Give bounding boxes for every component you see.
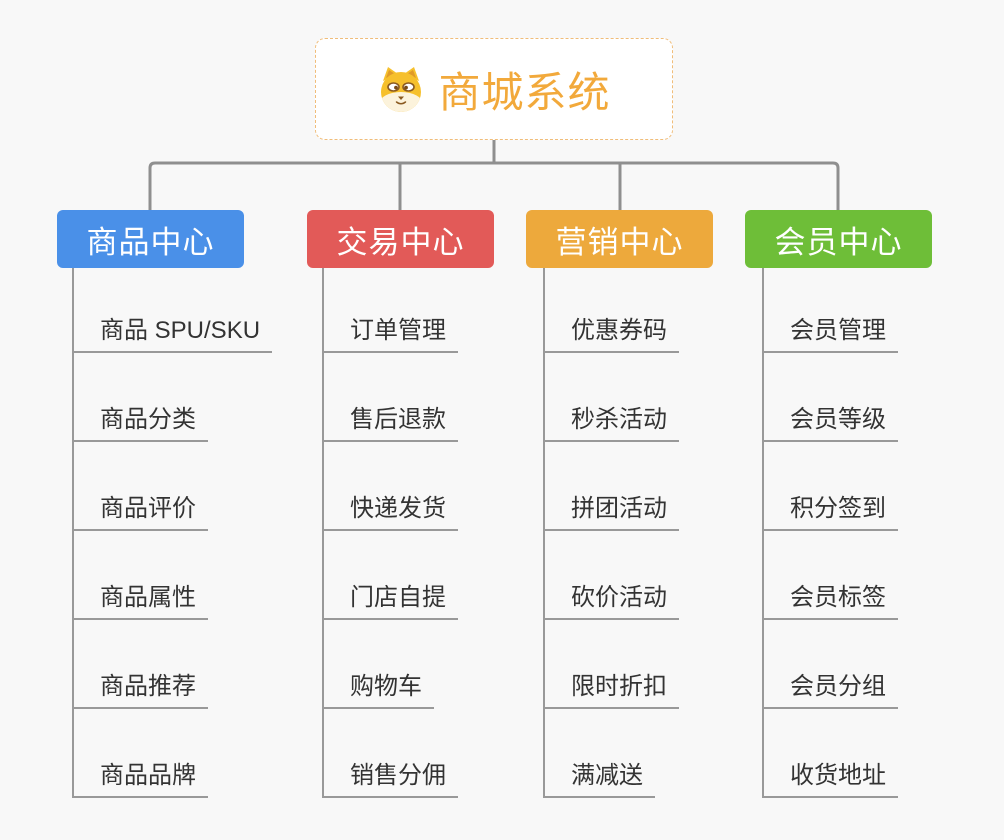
branch-node-products[interactable]: 商品中心	[57, 210, 244, 268]
leaf-node[interactable]: 销售分佣	[324, 758, 458, 798]
branch-node-trade[interactable]: 交易中心	[307, 210, 494, 268]
branch-node-marketing[interactable]: 营销中心	[526, 210, 713, 268]
branch-column-products: 商品 SPU/SKU 商品分类 商品评价 商品属性 商品推荐 商品品牌	[72, 268, 322, 798]
leaf-node[interactable]: 限时折扣	[545, 669, 679, 709]
leaf-node[interactable]: 积分签到	[764, 491, 898, 531]
branch-column-marketing: 优惠券码 秒杀活动 拼团活动 砍价活动 限时折扣 满减送	[543, 268, 793, 798]
leaf-node[interactable]: 优惠券码	[545, 313, 679, 353]
branch-node-members[interactable]: 会员中心	[745, 210, 932, 268]
leaf-node[interactable]: 购物车	[324, 669, 434, 709]
leaf-node[interactable]: 商品推荐	[74, 669, 208, 709]
leaf-node[interactable]: 商品评价	[74, 491, 208, 531]
leaf-node[interactable]: 收货地址	[764, 758, 898, 798]
shiba-dog-icon	[381, 67, 422, 112]
connector-lines	[148, 140, 840, 210]
branch-column-members: 会员管理 会员等级 积分签到 会员标签 会员分组 收货地址	[762, 268, 1004, 798]
leaf-node[interactable]: 拼团活动	[545, 491, 679, 531]
leaf-node[interactable]: 满减送	[545, 758, 655, 798]
root-title: 商城系统	[438, 68, 611, 116]
root-node[interactable]: 商城系统	[315, 38, 673, 140]
leaf-node[interactable]: 会员等级	[764, 402, 898, 442]
leaf-node[interactable]: 砍价活动	[545, 580, 679, 620]
leaf-node[interactable]: 订单管理	[324, 313, 458, 353]
leaf-node[interactable]: 门店自提	[324, 580, 458, 620]
branch-column-trade: 订单管理 售后退款 快递发货 门店自提 购物车 销售分佣	[322, 268, 572, 798]
leaf-node[interactable]: 会员管理	[764, 313, 898, 353]
leaf-node[interactable]: 会员分组	[764, 669, 898, 709]
leaf-node[interactable]: 商品属性	[74, 580, 208, 620]
leaf-node[interactable]: 售后退款	[324, 402, 458, 442]
leaf-node[interactable]: 秒杀活动	[545, 402, 679, 442]
leaf-node[interactable]: 快递发货	[324, 491, 458, 531]
leaf-node[interactable]: 商品 SPU/SKU	[74, 313, 273, 353]
leaf-node[interactable]: 商品分类	[74, 402, 208, 442]
leaf-node[interactable]: 会员标签	[764, 580, 898, 620]
leaf-node[interactable]: 商品品牌	[74, 758, 208, 798]
